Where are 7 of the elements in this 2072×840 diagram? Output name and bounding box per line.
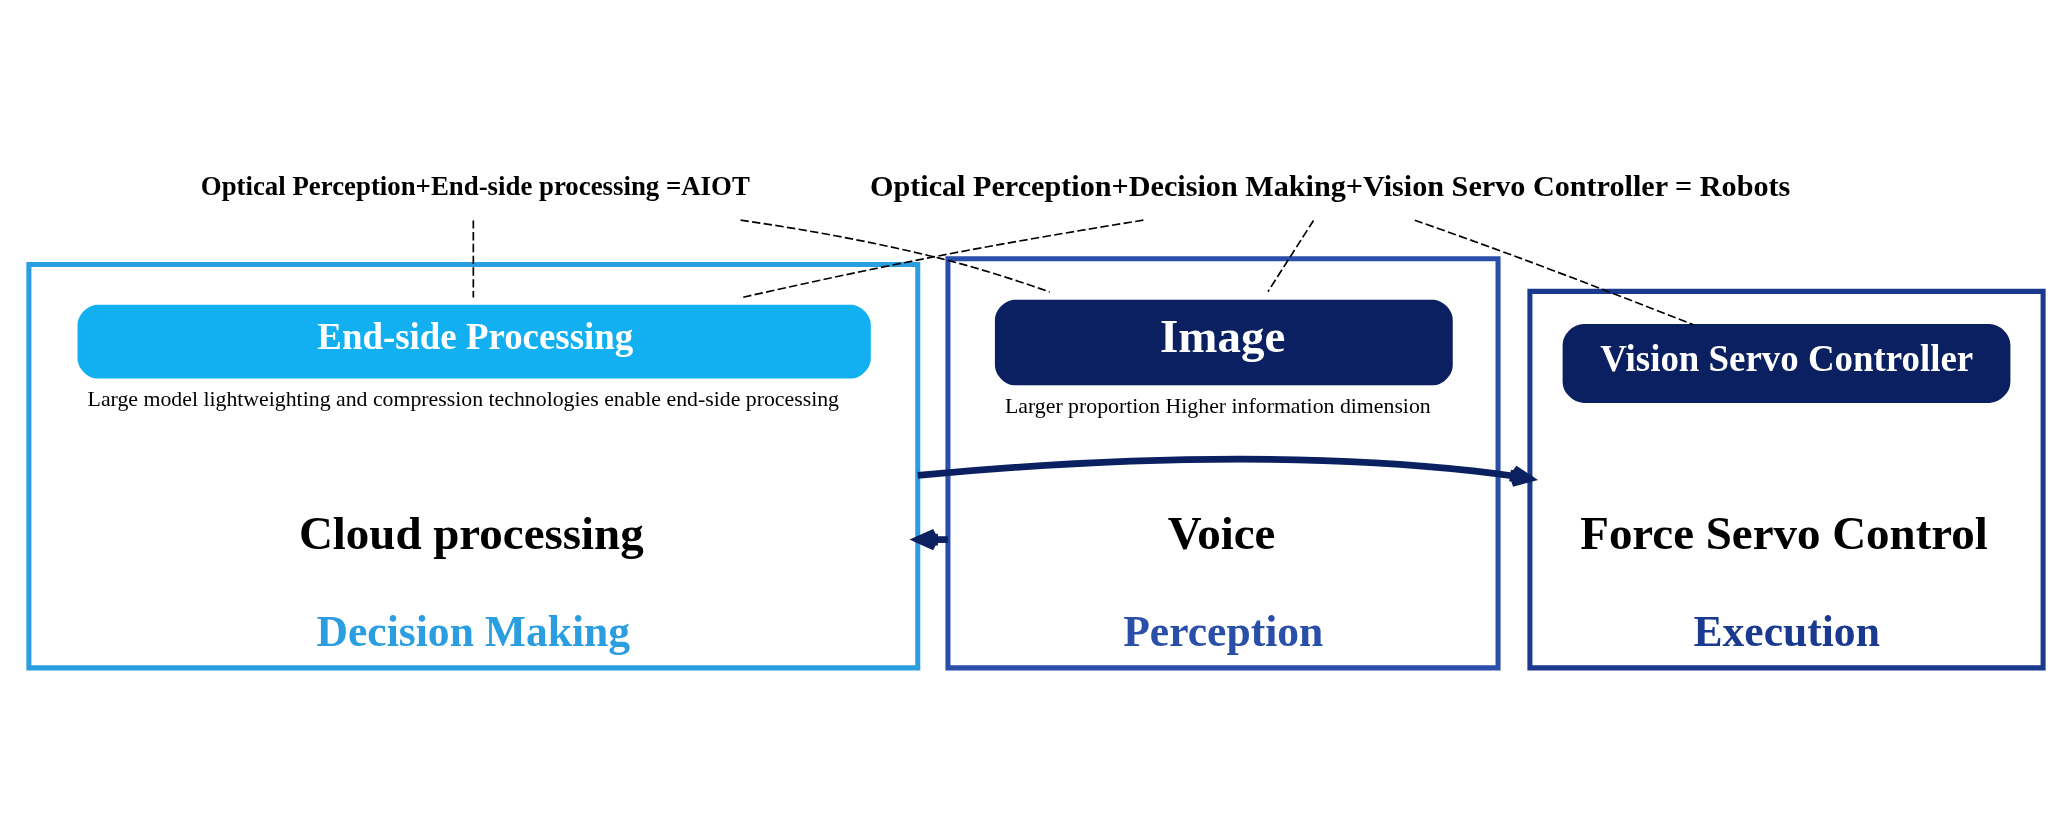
node-label: Large model lightweighting and compression technologies enable end-side processing <box>87 386 839 411</box>
node-label: Larger proportion Higher information dimension <box>1004 393 1431 418</box>
node-text: Optical Perception+Decision Making+Vision Servo Controller = Robots <box>869 168 1791 203</box>
node-text: Cloud processing <box>298 506 644 559</box>
node-text: Optical Perception+End-side processing =AIOT <box>200 170 750 201</box>
node-text: Voice <box>1167 506 1276 559</box>
node-text: Force Servo Control <box>1580 506 1988 559</box>
